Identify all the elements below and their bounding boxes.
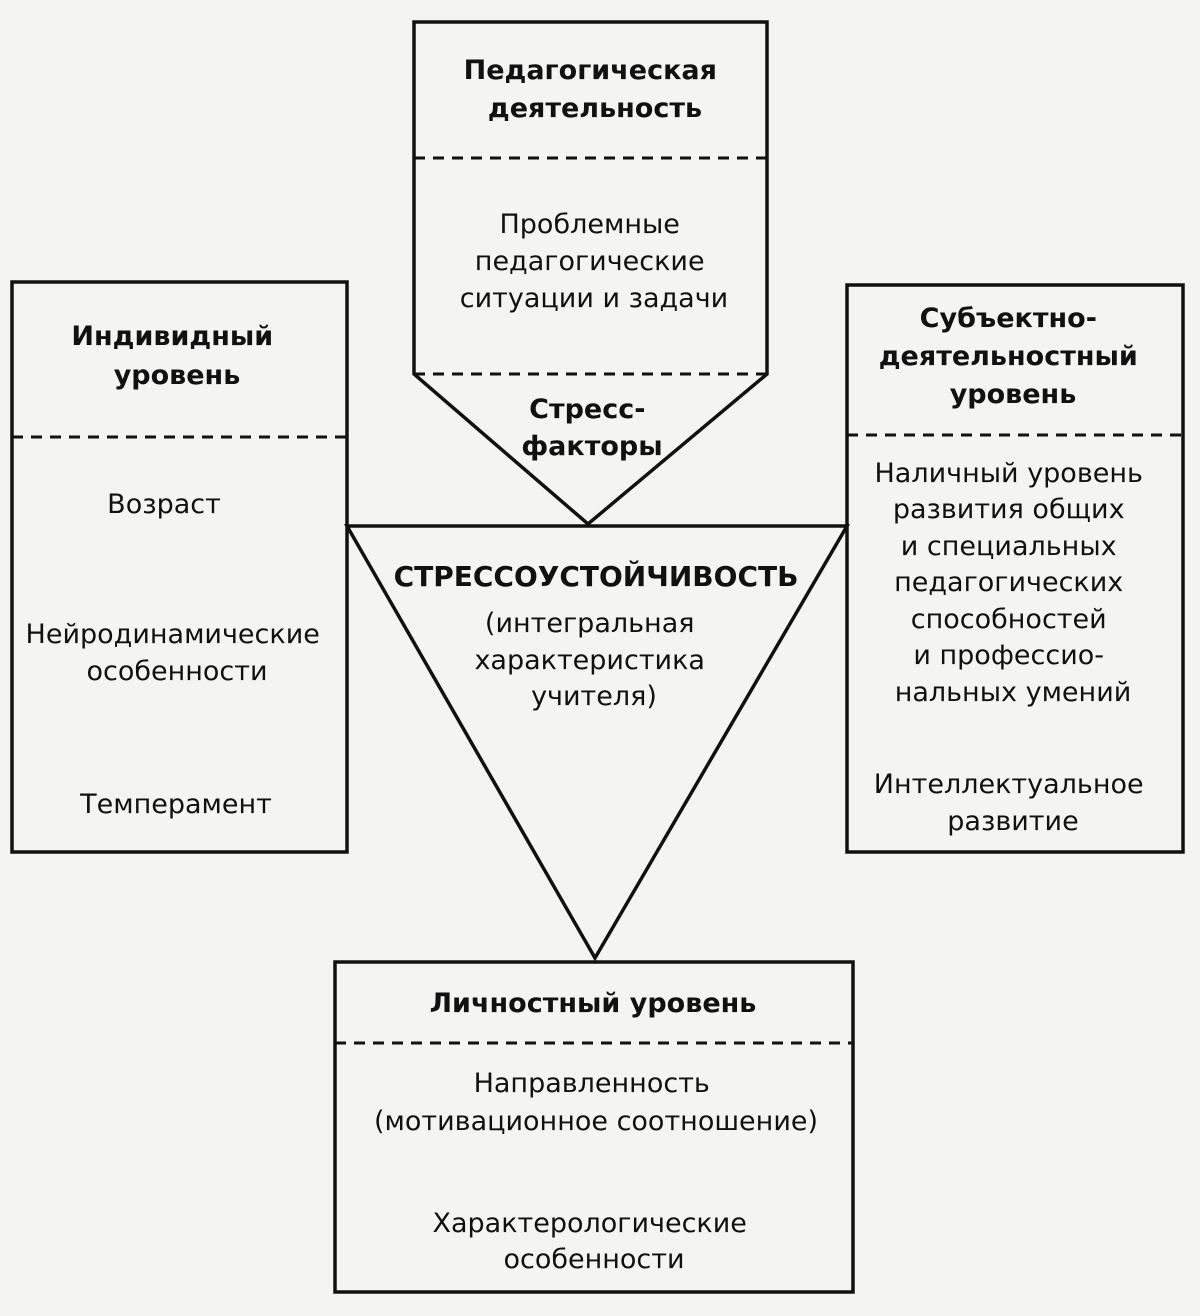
- left-item-line: Темперамент: [79, 789, 272, 820]
- center-block: СТРЕССОУСТОЙЧИВОСТЬ (интегральная характ…: [343, 524, 851, 962]
- top-content-line: ситуации и задачи: [460, 283, 728, 314]
- center-subtitle-line: учителя): [531, 681, 657, 712]
- center-triangle-shape: [343, 524, 851, 962]
- bottom-box-shape: [333, 960, 855, 1294]
- top-content-line: педагогические: [475, 246, 705, 277]
- bottom-block: Личностный уровень Направленность (мотив…: [333, 960, 855, 1294]
- right-title-line: деятельностный: [879, 341, 1138, 372]
- right-item-intellect: Интеллектуальное развитие: [874, 769, 1152, 837]
- bottom-item-line: Направленность: [474, 1068, 710, 1099]
- right-item-line: развития общих: [893, 494, 1125, 525]
- stress-factors-line: Стресс-: [529, 394, 645, 425]
- stress-factors-label: Стресс- факторы: [521, 394, 662, 462]
- bottom-item-line: Характерологические: [432, 1208, 746, 1239]
- left-item-line: Возраст: [107, 489, 221, 520]
- right-item-line: нальных умений: [895, 677, 1132, 708]
- right-item-line: педагогических: [894, 567, 1123, 598]
- left-item-age: Возраст: [107, 489, 221, 520]
- top-title-line: деятельность: [488, 93, 702, 124]
- left-block: Индивидный уровень Возраст Нейродинамиче…: [10, 280, 349, 854]
- top-content-line: Проблемные: [499, 209, 679, 240]
- right-title-line: Субъектно-: [920, 303, 1097, 334]
- center-subtitle-line: характеристика: [474, 645, 705, 676]
- right-title: Субъектно- деятельностный уровень: [879, 303, 1148, 410]
- center-subtitle: (интегральная характеристика учителя): [474, 608, 713, 712]
- bottom-item-line: особенности: [503, 1244, 684, 1275]
- center-subtitle-line: (интегральная: [485, 608, 695, 639]
- bottom-item-orientation: Направленность (мотивационное соотношени…: [374, 1068, 818, 1137]
- top-title: Педагогическая деятельность: [464, 55, 727, 124]
- right-title-line: уровень: [950, 379, 1077, 410]
- top-block: Педагогическая деятельность Проблемные п…: [412, 20, 769, 527]
- right-item-line: развитие: [947, 806, 1078, 837]
- right-item-line: Интеллектуальное: [874, 769, 1144, 800]
- left-title-line: уровень: [114, 360, 241, 391]
- left-item-temperament: Темперамент: [79, 789, 272, 820]
- left-item-neurodynamic: Нейродинамические особенности: [26, 619, 329, 687]
- bottom-title: Личностный уровень: [430, 988, 757, 1019]
- center-title-line: СТРЕССОУСТОЙЧИВОСТЬ: [394, 559, 799, 593]
- bottom-item-character: Характерологические особенности: [432, 1208, 755, 1275]
- left-box-shape: [10, 280, 349, 854]
- bottom-item-line: (мотивационное соотношение): [374, 1106, 818, 1137]
- right-item-abilities: Наличный уровень развития общих и специа…: [874, 458, 1151, 708]
- top-title-line: Педагогическая: [464, 55, 717, 86]
- left-item-line: особенности: [86, 656, 267, 687]
- top-pentagon-shape: [412, 20, 769, 527]
- right-block: Субъектно- деятельностный уровень Наличн…: [845, 283, 1185, 854]
- right-item-line: и профессио-: [913, 640, 1104, 671]
- center-title: СТРЕССОУСТОЙЧИВОСТЬ: [394, 559, 799, 593]
- right-item-line: способностей: [911, 604, 1107, 635]
- right-item-line: и специальных: [901, 531, 1117, 562]
- bottom-title-line: Личностный уровень: [430, 988, 757, 1019]
- right-item-line: Наличный уровень: [874, 458, 1142, 489]
- top-content: Проблемные педагогические ситуации и зад…: [460, 209, 728, 314]
- left-title: Индивидный уровень: [71, 321, 282, 391]
- left-item-line: Нейродинамические: [26, 619, 320, 650]
- stress-factors-line: факторы: [521, 431, 662, 462]
- left-title-line: Индивидный: [71, 321, 273, 352]
- right-box-shape: [845, 283, 1185, 854]
